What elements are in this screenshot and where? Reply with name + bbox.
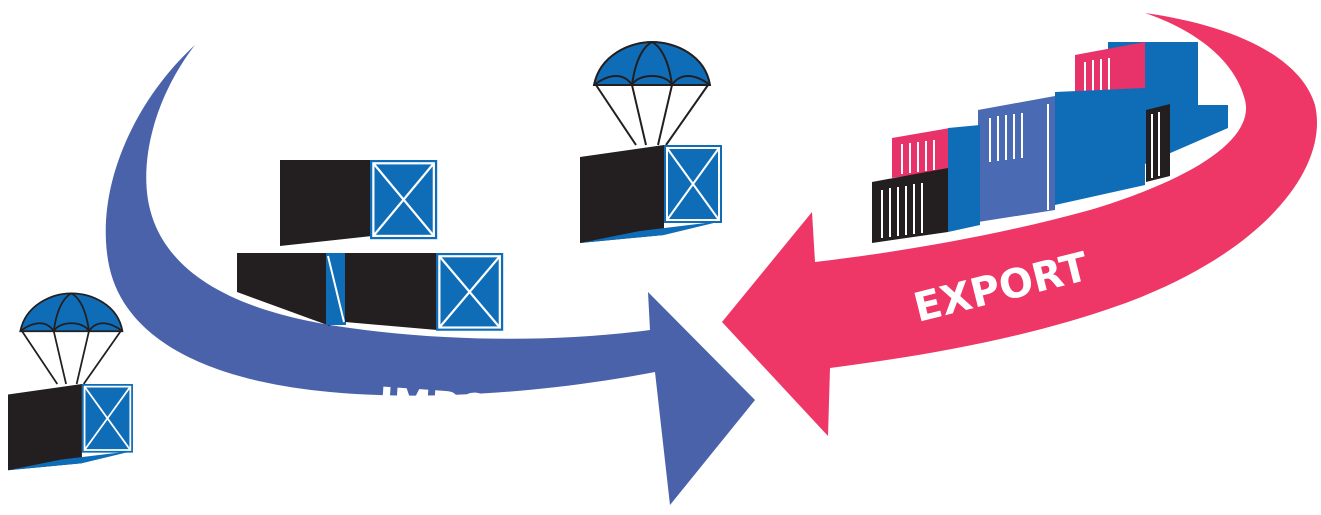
stacked-crates-icon (237, 160, 503, 331)
export-arrow-icon (722, 13, 1317, 436)
parachute-crate-icon (580, 42, 722, 243)
parachute-crate-icon (8, 293, 133, 470)
